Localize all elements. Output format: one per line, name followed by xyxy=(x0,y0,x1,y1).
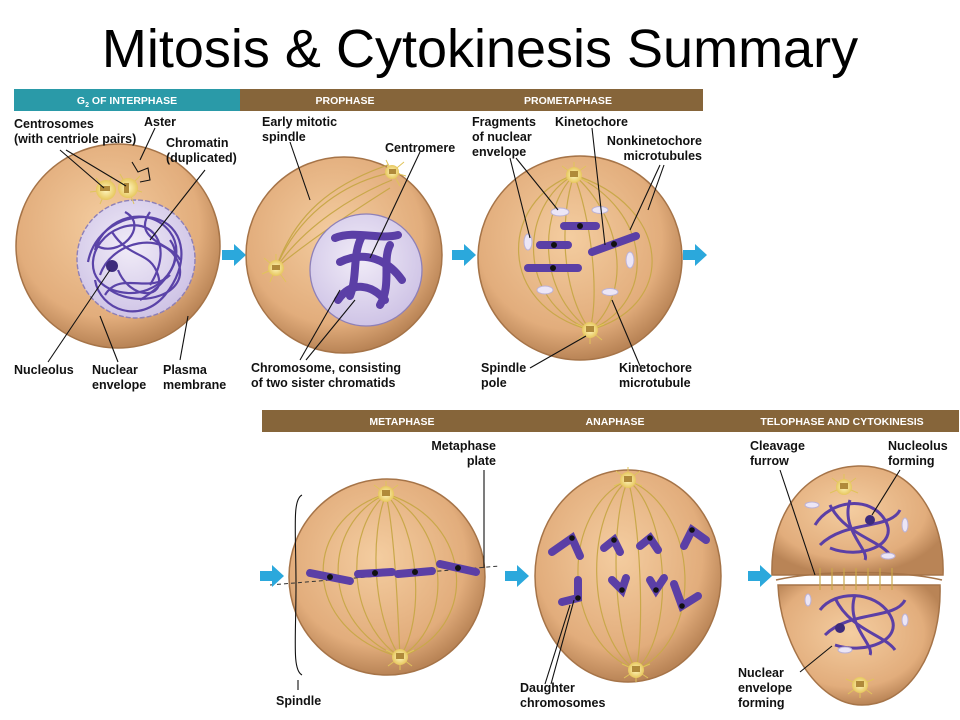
top-phase-bar: G2 OF INTERPHASE PROPHASE PROMETAPHASE xyxy=(14,89,703,111)
chromatin xyxy=(86,211,183,313)
pole-bottom xyxy=(385,649,415,670)
phase-title-anaphase: ANAPHASE xyxy=(586,416,645,428)
label-aster: Aster xyxy=(144,115,176,129)
pole-bottom xyxy=(621,662,651,682)
label-centrosomes: Centrosomes(with centriole pairs) xyxy=(14,117,136,146)
phase-title-prophase: PROPHASE xyxy=(316,95,375,107)
nucleus xyxy=(309,213,423,327)
daughter-chromosomes-bottom xyxy=(558,574,702,613)
centrosome-top xyxy=(829,474,859,495)
telophase-chromatin-top xyxy=(813,499,902,561)
chromosomes-prophase xyxy=(331,230,406,309)
spindle-pole-top xyxy=(559,162,589,183)
cell-g2-interphase xyxy=(15,143,221,349)
cell-body xyxy=(477,155,683,361)
daughter-cell-top xyxy=(771,465,944,576)
arrow-right-icon xyxy=(222,244,246,266)
centrosome-left xyxy=(261,254,287,283)
page-title: Mitosis & Cytokinesis Summary xyxy=(101,19,859,79)
label-centromere: Centromere xyxy=(385,141,455,155)
spindle-pole-bottom xyxy=(575,322,605,344)
midbody-fibers xyxy=(819,568,893,590)
spindle-fibers xyxy=(577,479,686,671)
telophase-chromatin-bottom xyxy=(818,594,907,656)
pole-top xyxy=(371,481,401,502)
cell-anaphase xyxy=(534,467,722,683)
pole-top xyxy=(613,467,643,488)
label-chromatin: Chromatin(duplicated) xyxy=(166,136,237,165)
phase-arrows xyxy=(222,244,772,587)
bar-prometaphase xyxy=(467,89,703,111)
daughter-cell-bottom xyxy=(777,584,941,706)
chromosomes-prometaphase xyxy=(524,222,640,272)
arrow-right-icon xyxy=(748,565,772,587)
leader-lines xyxy=(47,127,901,690)
cleavage-furrow-line xyxy=(775,571,943,581)
nucleolus-dot xyxy=(106,260,118,272)
envelope-fragments xyxy=(523,206,635,296)
bar-prophase xyxy=(240,89,467,111)
centrosome-bottom xyxy=(845,677,875,698)
phase-title-metaphase: METAPHASE xyxy=(369,416,434,428)
phase-title-g2: G2 OF INTERPHASE xyxy=(77,95,177,109)
chromosomes-metaphase xyxy=(306,560,480,585)
cell-metaphase xyxy=(269,478,501,676)
nucleolus-bottom xyxy=(835,623,845,633)
cell-telophase xyxy=(771,465,944,706)
nucleolus-top xyxy=(865,515,875,525)
arrow-right-icon xyxy=(452,244,476,266)
envelope-forming-fragments xyxy=(804,501,909,654)
phase-title-telophase: TELOPHASE AND CYTOKINESIS xyxy=(760,416,923,428)
label-kinetochore: Kinetochore xyxy=(555,115,628,129)
arrow-right-icon xyxy=(260,565,284,587)
daughter-chromosomes-top xyxy=(548,524,710,560)
arrow-right-icon xyxy=(683,244,707,266)
centrosome-right xyxy=(385,159,407,187)
cell-prometaphase xyxy=(477,155,683,361)
cell-body xyxy=(288,478,486,676)
phase-title-prometaphase: PROMETAPHASE xyxy=(524,95,612,107)
bar-g2-interphase xyxy=(14,89,240,111)
labels: Centrosomes(with centriole pairs) Aster … xyxy=(14,115,948,710)
label-spindle: Spindle xyxy=(276,694,321,708)
bottom-phase-bar: METAPHASE ANAPHASE TELOPHASE AND CYTOKIN… xyxy=(262,410,959,432)
label-nucleolus: Nucleolus xyxy=(14,363,74,377)
arrow-right-icon xyxy=(505,565,529,587)
bar-bottom xyxy=(262,410,959,432)
cell-prophase xyxy=(245,156,443,354)
